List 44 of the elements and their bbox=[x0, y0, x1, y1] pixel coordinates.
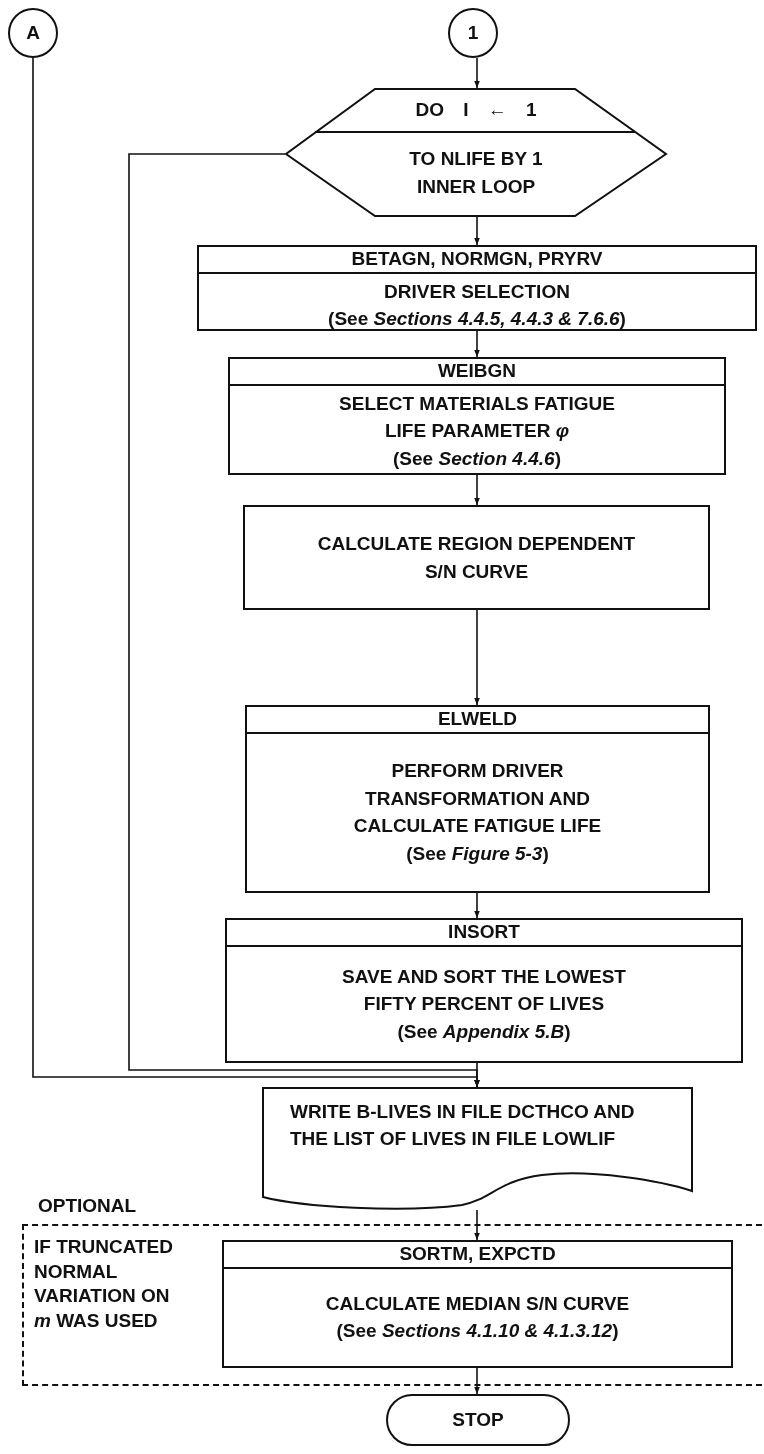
process-box bbox=[228, 357, 726, 475]
document-shape bbox=[262, 1087, 693, 1210]
loop-condition: TO NLIFE BY 1 INNER LOOP bbox=[408, 146, 544, 199]
arrow bbox=[474, 1367, 480, 1395]
node-label: 1 bbox=[467, 21, 479, 46]
process-text: (See Section 4.4.6) bbox=[393, 446, 561, 471]
node-label: A bbox=[26, 21, 40, 46]
process-text: (See Sections 4.4.5, 4.4.3 & 7.6.6) bbox=[328, 307, 626, 332]
terminator bbox=[386, 1394, 570, 1446]
arrow bbox=[32, 57, 480, 1088]
connector-circle bbox=[8, 8, 58, 58]
group-title: OPTIONAL bbox=[37, 1195, 138, 1218]
process-text: SAVE AND SORT THE LOWEST FIFTY PERCENT OF LIVES bbox=[341, 964, 627, 1017]
process-text: (See Appendix 5.B) bbox=[397, 1019, 571, 1044]
module-name: BETAGN, NORMGN, PRYRV bbox=[350, 248, 604, 271]
process-box bbox=[245, 705, 710, 893]
process-text: PERFORM DRIVER TRANSFORMATION AND CALCULATE FATIGUE LIFE bbox=[352, 759, 603, 839]
module-name: WEIBGN bbox=[436, 360, 518, 383]
process-box bbox=[222, 1240, 733, 1368]
loop-hexagon bbox=[285, 88, 667, 217]
process-text: DRIVER SELECTION bbox=[384, 279, 570, 304]
module-name: SORTM, EXPCTD bbox=[398, 1243, 557, 1266]
process-text: SELECT MATERIALS FATIGUE LIFE PARAMETER φ bbox=[338, 391, 616, 444]
process-box bbox=[243, 505, 710, 610]
process-box bbox=[197, 245, 757, 331]
arrow bbox=[474, 474, 480, 506]
process-text: CALCULATE REGION DEPENDENT S/N CURVE bbox=[316, 531, 637, 584]
arrow bbox=[474, 57, 480, 89]
process-box bbox=[225, 918, 743, 1063]
module-name: INSORT bbox=[447, 921, 521, 944]
connector-circle bbox=[448, 8, 498, 58]
arrow bbox=[474, 892, 480, 919]
process-text: CALCULATE MEDIAN S/N CURVE bbox=[325, 1291, 630, 1316]
document-text: WRITE B-LIVES IN FILE DCTHCO AND THE LIST OF LIVES IN FILE LOWLIF bbox=[289, 1100, 636, 1151]
arrow bbox=[474, 216, 480, 246]
arrow bbox=[474, 1209, 480, 1241]
condition-note: IF TRUNCATED NORMAL VARIATION ON m WAS USED bbox=[34, 1235, 174, 1334]
module-name: ELWELD bbox=[436, 708, 519, 731]
arrow bbox=[474, 609, 480, 706]
node-label: STOP bbox=[452, 1408, 504, 1433]
arrow bbox=[474, 330, 480, 358]
process-text: (See Figure 5-3) bbox=[406, 841, 549, 866]
process-text: (See Sections 4.1.10 & 4.1.3.12) bbox=[336, 1319, 619, 1344]
loop-header: DO I ← 1 bbox=[415, 98, 537, 123]
